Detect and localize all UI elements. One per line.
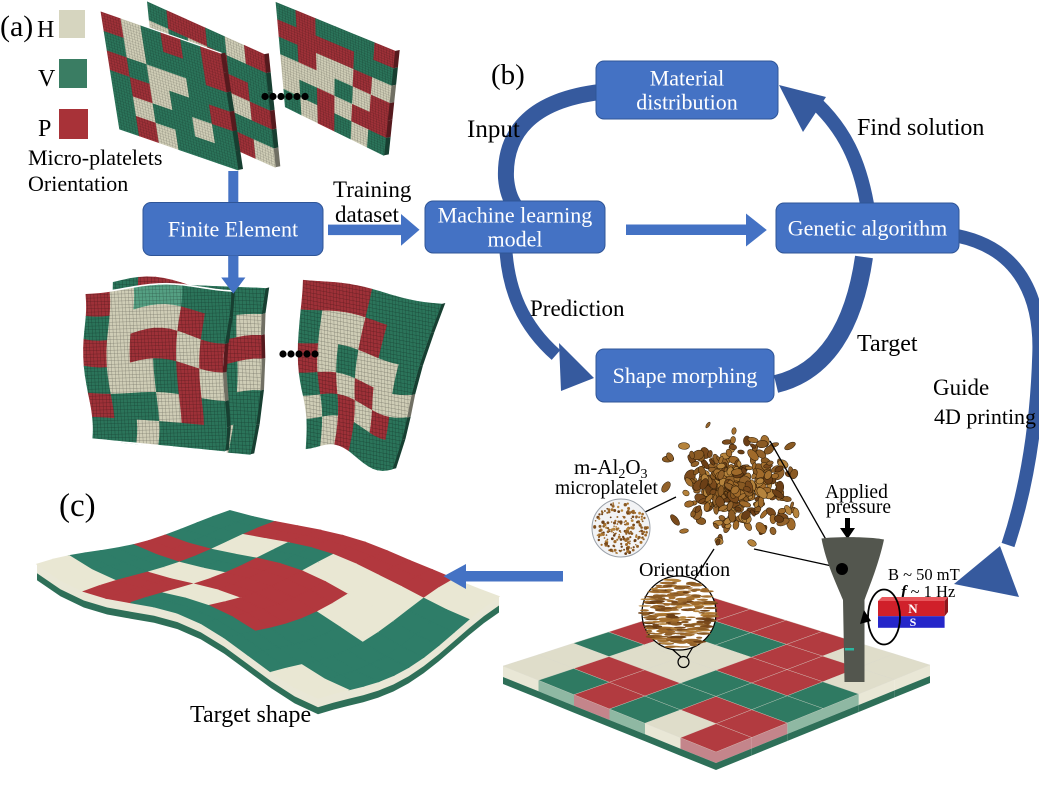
svg-text:Orientation: Orientation: [639, 559, 730, 581]
svg-text:Orientation: Orientation: [28, 171, 128, 196]
svg-text:Finite Element: Finite Element: [168, 216, 298, 241]
svg-text:Shape morphing: Shape morphing: [613, 363, 758, 388]
svg-text:(a): (a): [0, 10, 33, 43]
svg-text:Machine learning: Machine learning: [438, 202, 593, 227]
svg-text:H: H: [37, 17, 54, 43]
svg-text:N: N: [908, 601, 918, 616]
svg-text:S: S: [910, 615, 917, 629]
svg-text:V: V: [38, 66, 56, 92]
svg-text:pressure: pressure: [826, 497, 891, 518]
svg-text:(b): (b): [491, 59, 525, 91]
svg-text:distribution: distribution: [636, 89, 737, 114]
svg-text:microplatelet: microplatelet: [555, 478, 658, 499]
svg-text:dataset: dataset: [335, 202, 399, 227]
svg-text:Material: Material: [650, 65, 725, 90]
svg-text:f ~ 1 Hz: f ~ 1 Hz: [901, 582, 955, 601]
svg-text:model: model: [488, 226, 543, 251]
svg-text:m-Al2O3: m-Al2O3: [574, 455, 648, 482]
svg-text:Input: Input: [467, 116, 520, 143]
svg-text:4D printing: 4D printing: [934, 404, 1036, 429]
svg-text:Applied: Applied: [825, 482, 888, 503]
svg-text:Training: Training: [333, 177, 412, 202]
svg-text:B ~ 50 mT: B ~ 50 mT: [888, 565, 960, 584]
svg-text:Target shape: Target shape: [190, 702, 311, 728]
svg-text:Genetic algorithm: Genetic algorithm: [788, 215, 947, 240]
svg-text:Find solution: Find solution: [857, 115, 984, 141]
svg-text:(c): (c): [59, 488, 96, 524]
svg-text:Prediction: Prediction: [530, 296, 625, 321]
svg-text:Micro-platelets: Micro-platelets: [28, 145, 162, 170]
svg-text:Guide: Guide: [933, 375, 989, 400]
svg-text:Target: Target: [857, 331, 918, 357]
svg-text:P: P: [38, 116, 51, 142]
